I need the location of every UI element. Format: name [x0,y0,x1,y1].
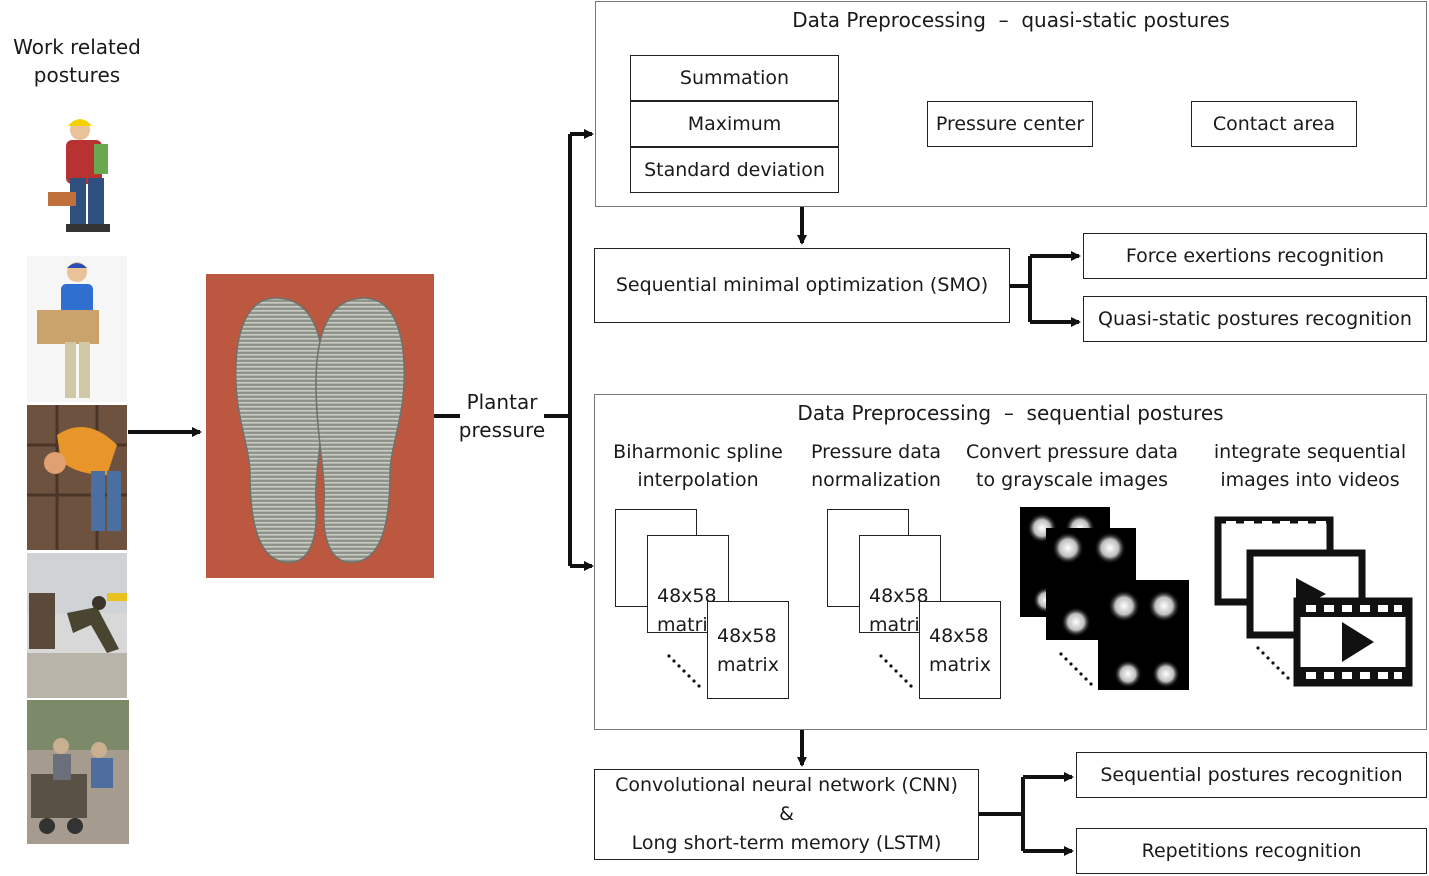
step-normalization-label: Pressure data normalization [811,441,941,491]
feature-standard-deviation-box: Standard deviation [630,147,839,193]
ellipsis-dots-4-icon [1256,646,1290,680]
pushing-cart-worker-icon [27,553,127,698]
contact-area-label: Contact area [1212,112,1336,135]
matrix-front-2-label: 48x58 matrix [929,625,991,676]
repetitions-output-label: Repetitions recognition [1141,839,1362,862]
quasi-static-title: Data Preprocessing – quasi-static postur… [792,8,1230,32]
repetitions-output-box: Repetitions recognition [1076,828,1427,874]
force-exertions-output-box: Force exertions recognition [1083,233,1427,279]
quasi-static-output-label: Quasi-static postures recognition [1098,307,1412,330]
matrix-front-1: 48x58 matrix [707,601,789,699]
contact-area-box: Contact area [1191,101,1357,147]
matrix-mid-2-label: 48x58 matrix [869,585,931,636]
ellipsis-dots-2-icon [879,654,913,688]
feature-maximum-box: Maximum [630,101,839,147]
video-play-front-icon [1342,622,1374,662]
loading-cart-workers-icon [27,700,129,844]
matrix-front-2: 48x58 matrix [919,601,1001,699]
quasi-static-output-box: Quasi-static postures recognition [1083,296,1427,342]
insole-pressure-sensor-photo [206,274,434,578]
smo-classifier-label: Sequential minimal optimization (SMO) [615,274,989,297]
cnn-lstm-classifier-label: Convolutional neural network (CNN) & Lon… [615,774,958,854]
feature-standard-deviation-label: Standard deviation [644,158,825,181]
sequential-postures-output-box: Sequential postures recognition [1076,752,1427,798]
step-biharmonic-label: Biharmonic spline interpolation [613,441,783,491]
work-postures-title: Work related postures [13,35,141,87]
matrix-mid-1-label: 48x58 matrix [657,585,719,636]
sequential-postures-output-label: Sequential postures recognition [1100,763,1403,786]
carrying-box-worker-icon [27,256,127,402]
step-grayscale-label: Convert pressure data to grayscale image… [965,441,1179,491]
ellipsis-dots-3-icon [1059,652,1093,686]
feature-summation-label: Summation [679,66,790,89]
step-video-label: integrate sequential images into videos [1213,441,1407,491]
sequential-title: Data Preprocessing – sequential postures [797,401,1224,425]
cnn-lstm-classifier-box: Convolutional neural network (CNN) & Lon… [594,769,979,860]
lifting-worker-icon [30,108,126,248]
smo-classifier-box: Sequential minimal optimization (SMO) [594,248,1010,323]
pressure-center-label: Pressure center [935,112,1085,135]
feature-maximum-label: Maximum [687,112,782,135]
grayscale-image-front [1098,580,1189,690]
plantar-pressure-label: Plantar pressure [458,390,546,442]
pressure-center-box: Pressure center [927,101,1093,147]
force-exertions-output-label: Force exertions recognition [1125,244,1385,267]
feature-summation-box: Summation [630,55,839,101]
video-icon-back-holes [1226,521,1326,527]
matrix-front-1-label: 48x58 matrix [717,625,779,676]
ellipsis-dots-1-icon [667,654,701,688]
bending-worker-icon [27,405,127,550]
